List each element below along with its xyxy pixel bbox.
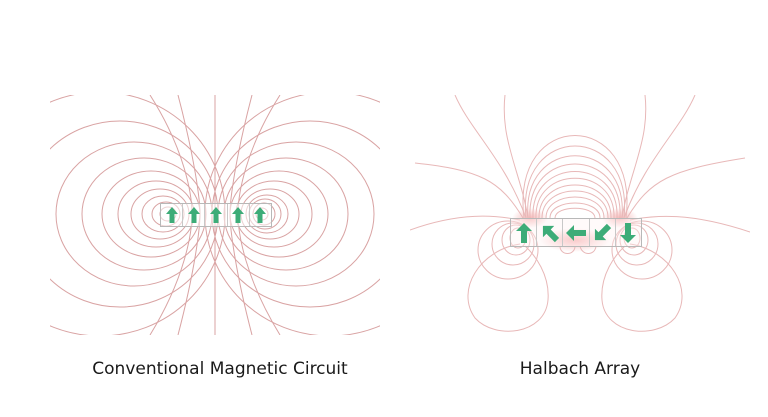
arrow-left-icon bbox=[566, 224, 586, 241]
halbach-magnet-strip bbox=[510, 218, 642, 247]
magnet-block bbox=[161, 204, 184, 226]
halbach-caption: Halbach Array bbox=[519, 359, 641, 379]
conventional-caption: Conventional Magnetic Circuit bbox=[92, 359, 348, 379]
arrow-up-icon bbox=[515, 222, 532, 243]
magnet-block bbox=[250, 204, 271, 226]
magnet-block bbox=[205, 204, 228, 226]
arrow-up-icon bbox=[232, 207, 245, 223]
conventional-circuit-diagram: Conventional Magnetic Circuit bbox=[50, 95, 380, 379]
magnet-block bbox=[511, 219, 538, 246]
magnet-block bbox=[228, 204, 250, 226]
arrow-up-icon bbox=[254, 207, 267, 223]
magnet-block bbox=[616, 219, 641, 246]
arrow-up-icon bbox=[210, 207, 222, 223]
arrow-up-left-icon bbox=[542, 225, 559, 242]
magnet-block bbox=[563, 219, 590, 246]
magnet-block bbox=[590, 219, 616, 246]
arrow-up-icon bbox=[165, 207, 178, 223]
arrow-up-icon bbox=[187, 207, 200, 223]
arrow-down-icon bbox=[620, 222, 637, 243]
arrow-down-left-icon bbox=[595, 223, 612, 240]
magnet-block bbox=[537, 219, 564, 246]
magnet-block bbox=[183, 204, 206, 226]
conventional-magnet-strip bbox=[160, 203, 272, 227]
